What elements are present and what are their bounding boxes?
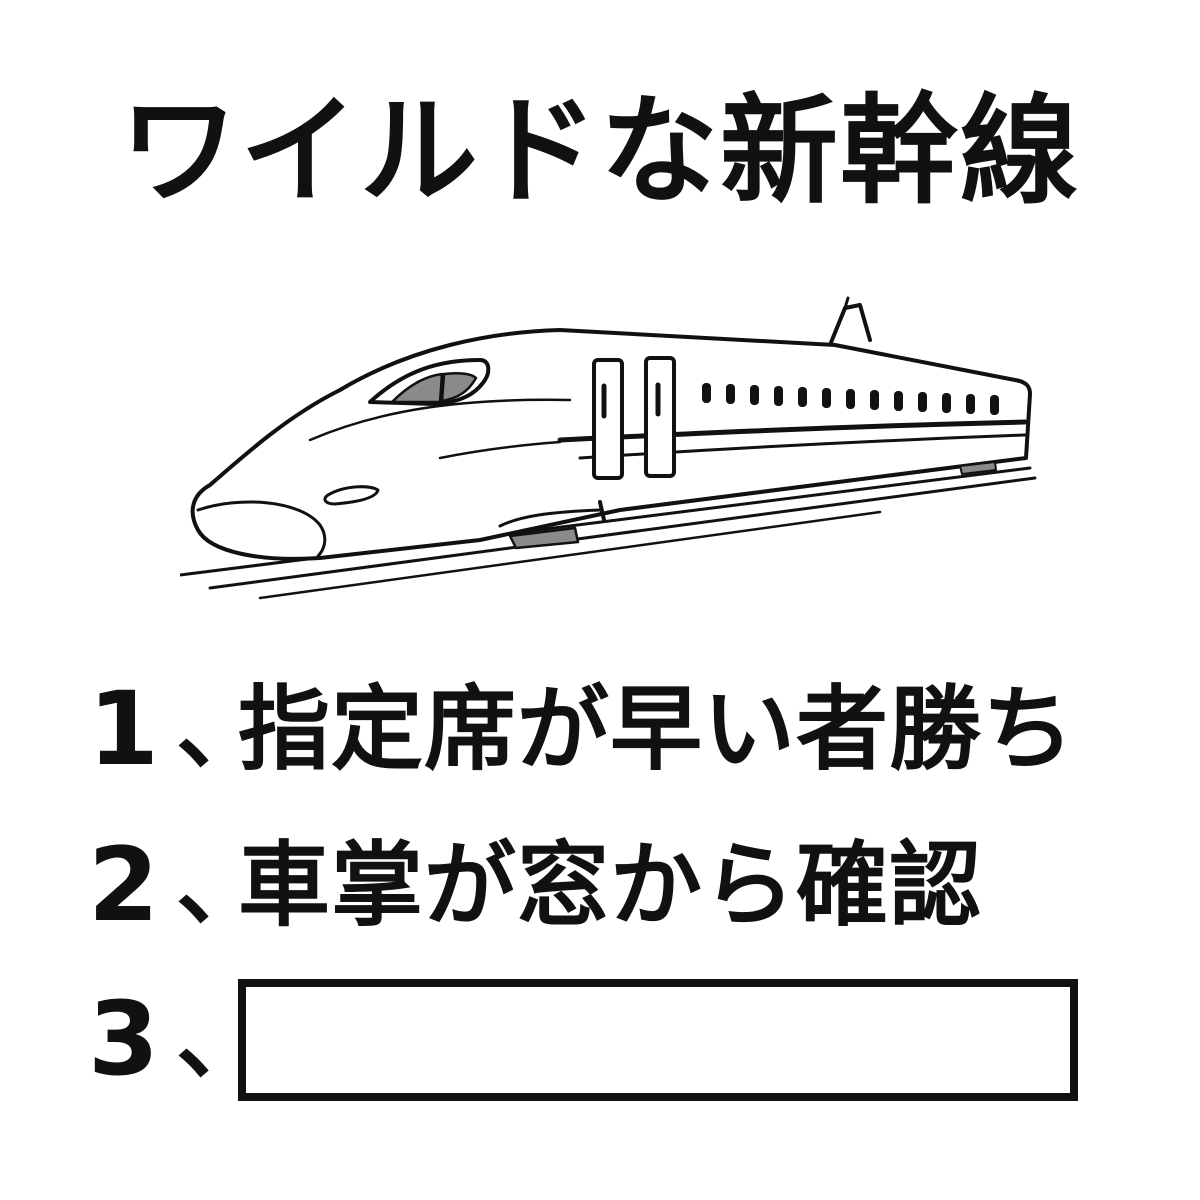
list-item: 3 、 [88,979,1078,1101]
list-item: 1 、 指定席が早い者勝ち [88,670,1075,790]
list-item-number: 2 [88,826,159,945]
list-item-number: 1 [88,670,159,789]
list-item-text: 車掌が窓から確認 [238,832,983,939]
list-item-number: 3 [88,980,159,1099]
page-title: ワイルドな新幹線 [119,82,1080,220]
shinkansen-train-icon [180,296,1037,600]
list-item-separator: 、 [176,987,266,1092]
list-item-text: 指定席が早い者勝ち [238,676,1076,783]
list-item: 2 、 車掌が窓から確認 [88,826,982,946]
blank-answer-box [238,979,1078,1101]
list-item-separator: 、 [176,833,266,938]
list-item-separator: 、 [176,677,266,782]
